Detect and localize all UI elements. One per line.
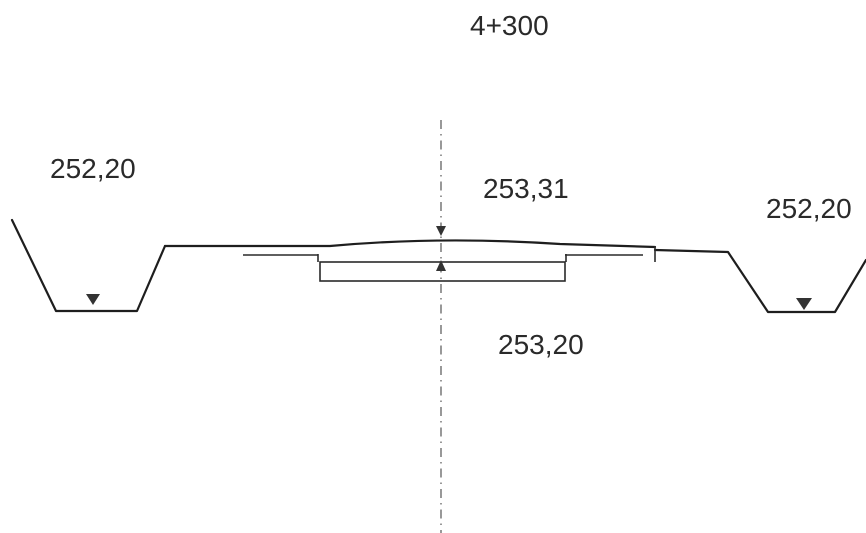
station-label: 4+300 (470, 10, 549, 41)
invert-marker-icon (436, 260, 446, 271)
pipe-invert-elevation: 253,20 (498, 329, 584, 360)
culvert-box (319, 261, 566, 282)
right-ditch-elevation: 252,20 (766, 193, 852, 224)
left-ditch-elevation: 252,20 (50, 153, 136, 184)
left-ditch-profile (10, 218, 167, 313)
road-surface (163, 239, 657, 249)
left-ditch-marker-icon (86, 294, 100, 305)
road-crown-elevation: 253,31 (483, 173, 569, 204)
right-ditch-marker-icon (796, 298, 812, 310)
crown-marker-icon (436, 226, 446, 236)
right-ditch-profile (653, 248, 866, 314)
